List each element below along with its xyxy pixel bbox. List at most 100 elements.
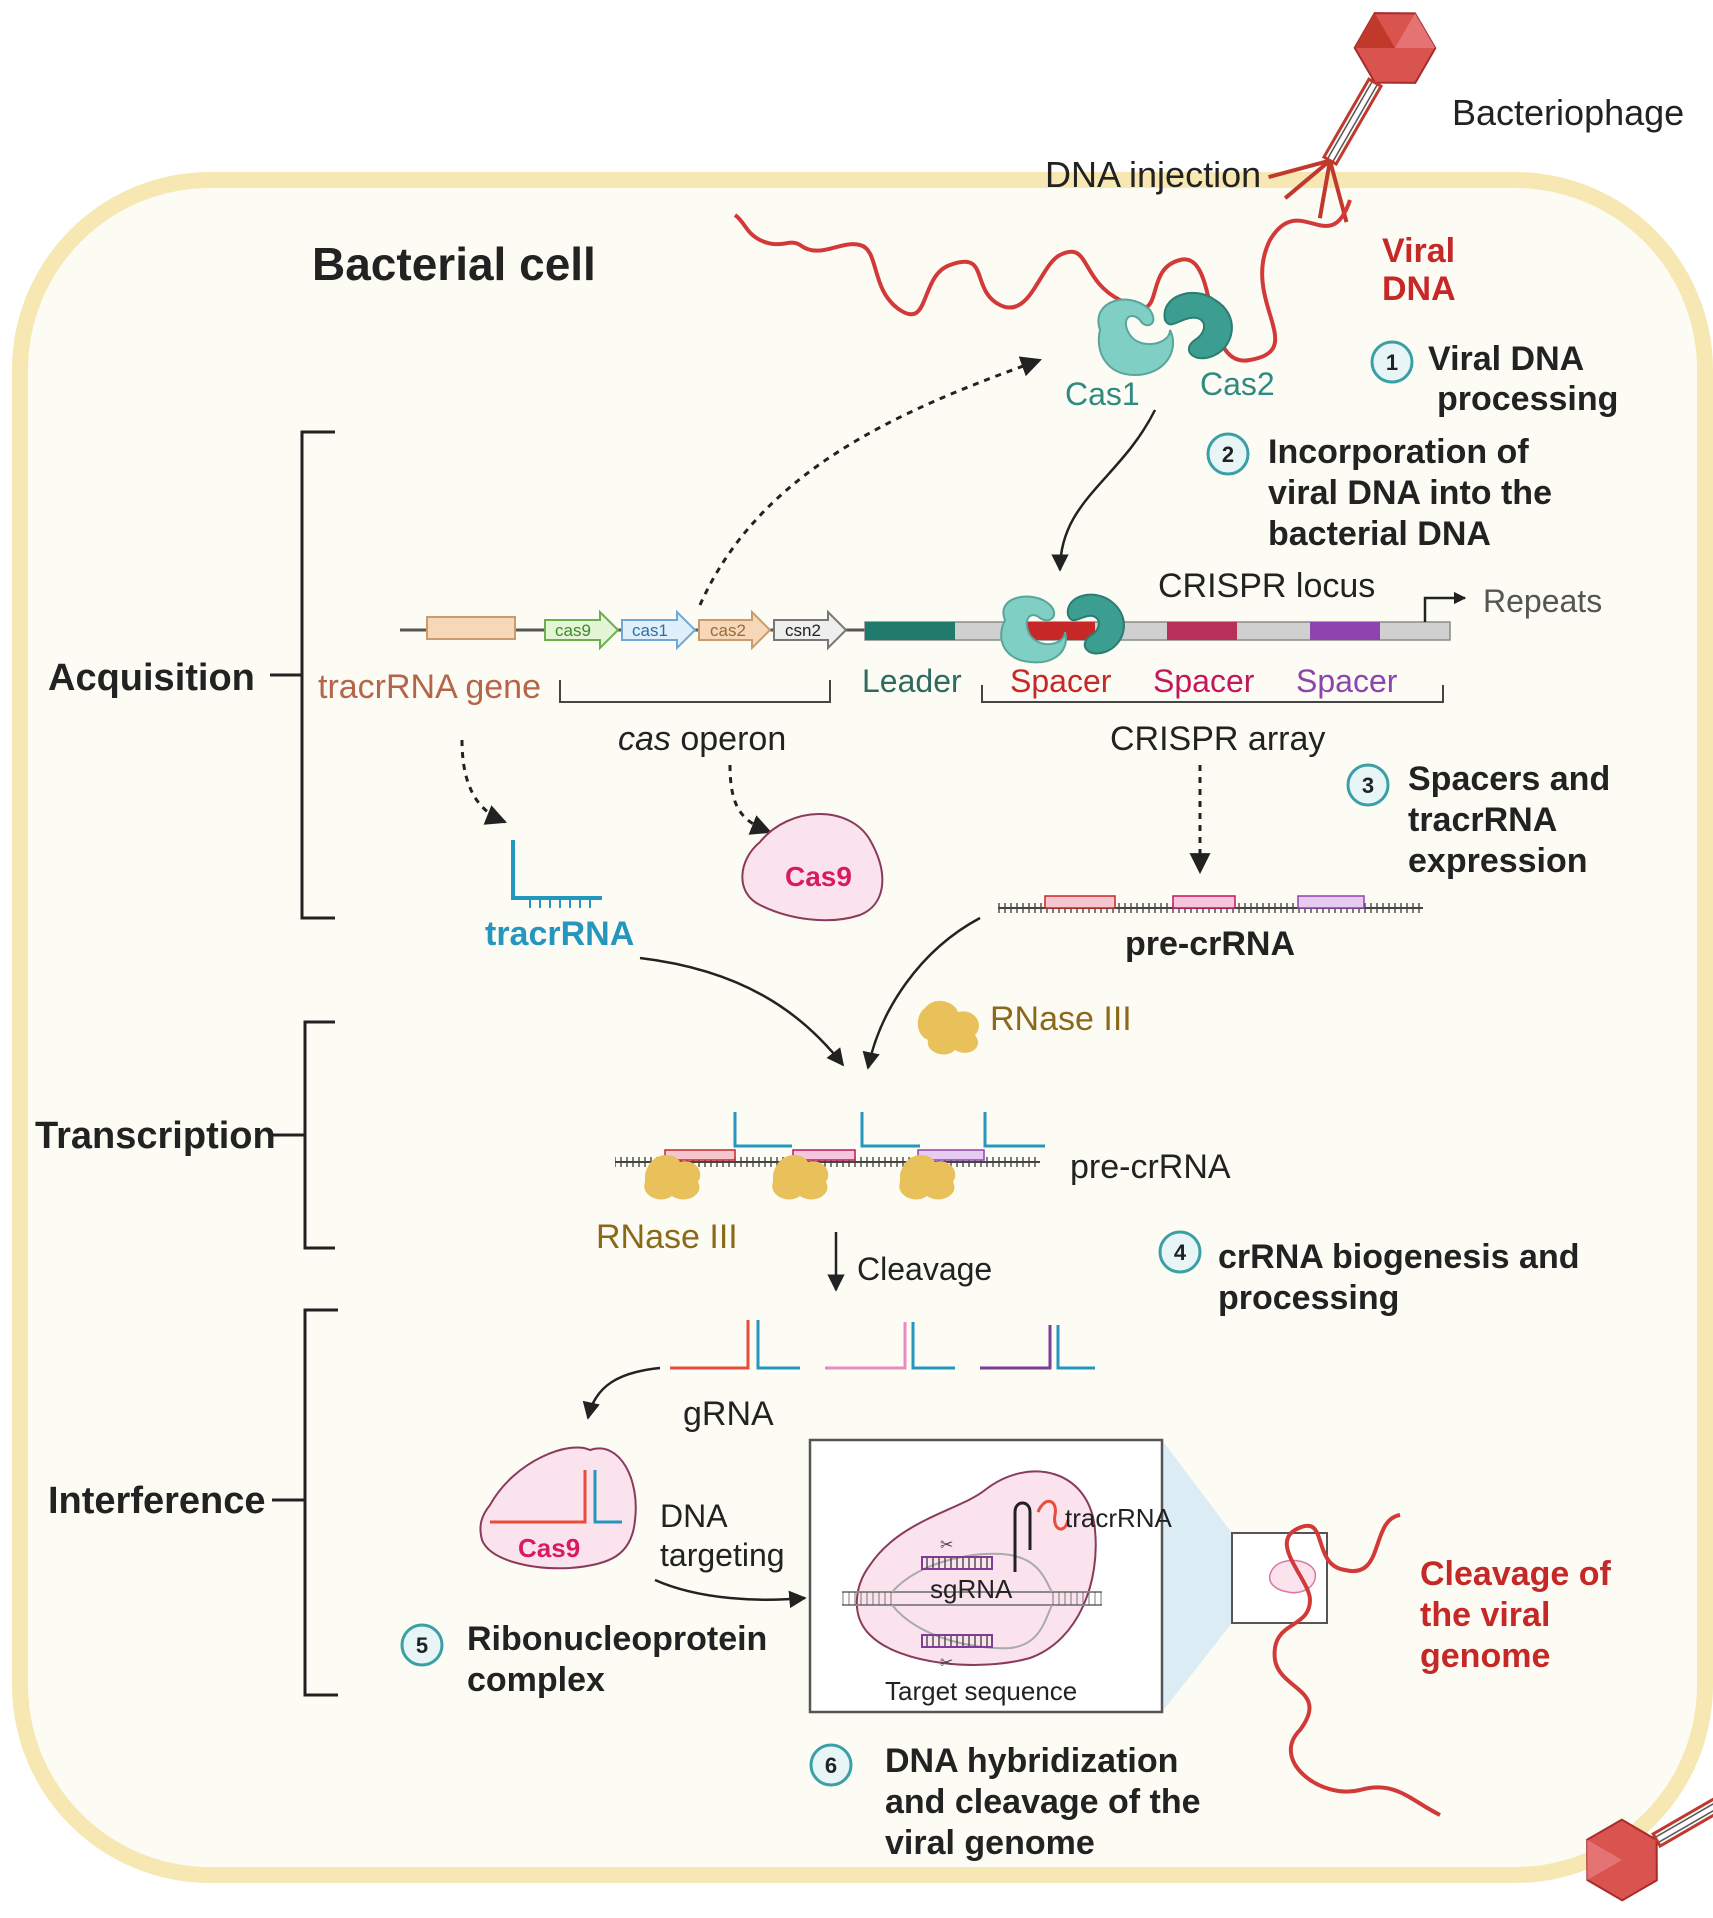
spacer-red-block — [1025, 622, 1095, 640]
step-2: 2 Incorporation of viral DNA into the ba… — [1206, 432, 1552, 553]
acquisition-bracket — [270, 430, 335, 920]
inset-dna-duplex: ✂ ✂ — [842, 1500, 1102, 1672]
csn2-gene-label: csn2 — [785, 621, 821, 640]
cas1-bound-icon — [1000, 595, 1067, 664]
step-6-line-2: and cleavage of the — [885, 1783, 1201, 1821]
cas-operon-bracket — [559, 680, 831, 703]
pre-crrna-duplex — [615, 1112, 1045, 1200]
step-5-number: 5 — [416, 1633, 428, 1658]
crispr-array-bracket — [981, 685, 1444, 703]
repeats-label: Repeats — [1483, 583, 1602, 619]
cas-operon-label: cas operon — [618, 720, 786, 758]
step-3-line-3: expression — [1408, 842, 1588, 880]
scissors-bottom-icon: ✂ — [940, 1655, 953, 1672]
cas1-label: Cas1 — [1065, 376, 1140, 412]
cas-operon-rest: operon — [671, 720, 786, 758]
spacer-label-2: Spacer — [1153, 663, 1255, 699]
crispr-array-label: CRISPR array — [1110, 720, 1325, 758]
pre-crrna-strand — [998, 895, 1423, 913]
cas9-rnp-label: Cas9 — [518, 1533, 580, 1563]
rnase-iii-icon — [917, 1000, 979, 1055]
step-6-number: 6 — [825, 1753, 837, 1778]
arrow-precrrna-to-complex — [862, 916, 981, 1070]
inset-target-label: Target sequence — [885, 1676, 1077, 1706]
rnase-iii-label-bottom: RNase III — [596, 1218, 738, 1256]
cas9-gene: cas9 — [544, 609, 620, 651]
cas2-gene: cas2 — [698, 609, 772, 651]
arrow-tracrrna-to-complex — [639, 956, 845, 1067]
viral-dna-label-1: Viral — [1382, 232, 1455, 270]
cas9-product-label: Cas9 — [785, 861, 852, 892]
cleavage-viral-label-1: Cleavage of — [1420, 1555, 1612, 1593]
transcription-bracket — [272, 1020, 335, 1250]
inset-sgrna-label: sgRNA — [930, 1574, 1013, 1604]
step-3-number: 3 — [1362, 773, 1374, 798]
step-6: 6 DNA hybridization and cleavage of the … — [809, 1742, 1201, 1862]
dna-targeting-label-1: DNA — [660, 1498, 728, 1534]
step-2-number: 2 — [1222, 442, 1234, 467]
rnase-iii-label-top: RNase III — [990, 1000, 1132, 1038]
spacer-label-1: Spacer — [1010, 663, 1112, 699]
step-1-number: 1 — [1386, 350, 1398, 375]
step-5: 5 Ribonucleoprotein complex — [400, 1620, 767, 1699]
viral-genome-strand — [1272, 1513, 1441, 1817]
step-1-line-1: Viral DNA — [1428, 340, 1584, 378]
repeats-arrow — [1423, 591, 1467, 622]
dna-injection-label: DNA injection — [1045, 154, 1261, 195]
transcription-label: Transcription — [35, 1115, 276, 1157]
cleavage-label: Cleavage — [857, 1251, 992, 1287]
arrow-cas-to-locus — [1051, 409, 1157, 572]
cas9-rnp-grna — [490, 1470, 587, 1524]
cas1-gene-label: cas1 — [632, 621, 668, 640]
step-4-number: 4 — [1174, 1240, 1187, 1265]
inset-tracrrna-label: tracrRNA — [1065, 1503, 1173, 1533]
spacer-pink-block — [1167, 622, 1237, 640]
cas9-gene-label: cas9 — [555, 621, 591, 640]
step-6-line-1: DNA hybridization — [885, 1742, 1178, 1780]
tracrrna-label: tracrRNA — [485, 915, 634, 953]
cas2-gene-label: cas2 — [710, 621, 746, 640]
step-3-line-2: tracrRNA — [1408, 801, 1557, 839]
step-2-line-1: Incorporation of — [1268, 433, 1529, 471]
cleavage-viral-label-2: the viral — [1420, 1596, 1550, 1634]
cas9-protein-icon — [741, 813, 884, 922]
step-1-line-2: processing — [1437, 380, 1618, 418]
acquisition-label: Acquisition — [48, 657, 255, 699]
tracrrna-gene-label: tracrRNA gene — [318, 668, 541, 706]
step-3: 3 Spacers and tracrRNA expression — [1346, 760, 1610, 880]
csn2-gene: csn2 — [773, 609, 848, 651]
cas2-bound-icon — [1066, 593, 1125, 655]
pre-crrna-product-label: pre-crRNA — [1125, 925, 1295, 963]
cas9-rnp-tracr — [593, 1470, 622, 1524]
bacteriophage-bottom-icon — [1586, 1786, 1713, 1902]
arrow-grna-to-cas9 — [582, 1366, 661, 1420]
zoom-funnel — [1162, 1440, 1232, 1712]
grna-label: gRNA — [683, 1395, 774, 1433]
viral-dna-strand — [733, 199, 1352, 363]
cleavage-viral-label-3: genome — [1420, 1637, 1550, 1675]
cas9-rnp-icon — [479, 1446, 637, 1570]
step-1: 1 Viral DNA processing — [1370, 340, 1618, 418]
arrow-rnp-to-target — [654, 1578, 807, 1609]
cas2-protein-icon — [1163, 291, 1233, 360]
cas1-protein-icon — [1097, 298, 1175, 377]
bacteriophage-label: Bacteriophage — [1452, 92, 1684, 133]
dna-targeting-label-2: targeting — [660, 1537, 785, 1573]
step-4-line-1: crRNA biogenesis and — [1218, 1238, 1579, 1276]
interference-bracket — [272, 1308, 338, 1697]
tracrrna-icon — [511, 840, 602, 908]
pre-crrna-complex-label: pre-crRNA — [1070, 1148, 1231, 1186]
grna-icons — [670, 1320, 1095, 1370]
tracrrna-gene-box — [426, 616, 516, 640]
step-5-line-1: Ribonucleoprotein — [467, 1620, 767, 1658]
leader-label: Leader — [862, 663, 962, 699]
crispr-locus-label: CRISPR locus — [1158, 567, 1375, 605]
cas-operon-italic: cas — [618, 720, 671, 758]
viral-dna-label-2: DNA — [1382, 270, 1456, 308]
scissors-top-icon: ✂ — [940, 1537, 953, 1554]
spacer-purple-block — [1310, 622, 1380, 640]
cas1-gene: cas1 — [621, 609, 697, 651]
leader-block — [865, 622, 955, 640]
